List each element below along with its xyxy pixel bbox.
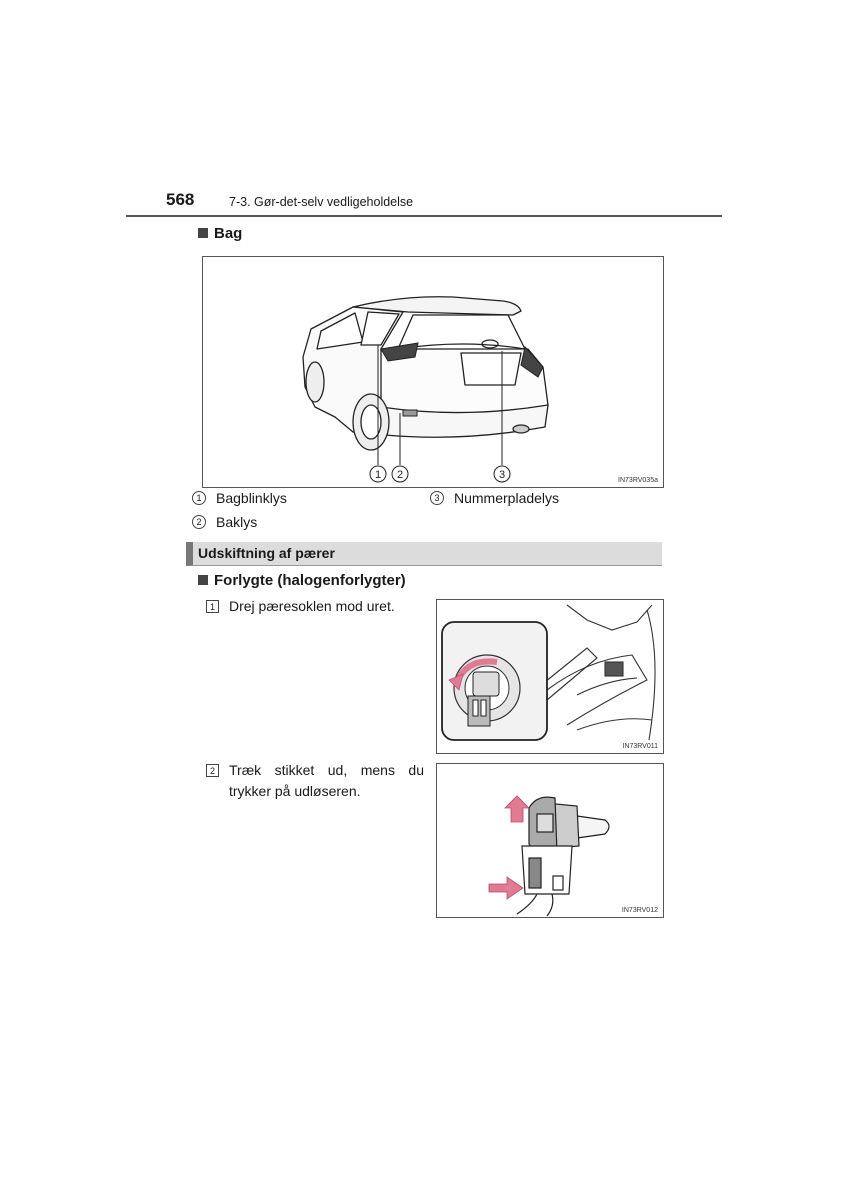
figure-code-step1: IN73RV011	[622, 743, 658, 750]
legend-item-1: 1 Bagblinklys	[192, 490, 287, 506]
figure-code-step2: IN73RV012	[621, 907, 658, 914]
connector-release-illustration	[488, 795, 610, 917]
legend-number-2: 2	[192, 515, 206, 529]
rear-lights-figure: 1 2 3 IN73RV035a	[202, 256, 664, 488]
section-heading-rear-label: Bag	[214, 225, 243, 242]
callout-2-label: 2	[397, 469, 403, 481]
subheading-headlight-label: Forlygte (halogenforlygter)	[214, 572, 406, 589]
connector-release-figure: IN73RV012	[436, 763, 664, 918]
step-2: 2 Træk stikket ud, mens du trykker på ud…	[206, 760, 424, 802]
bulb-rotate-figure: IN73RV011	[436, 599, 664, 754]
header-divider	[126, 215, 722, 217]
section-heading-rear: Bag	[198, 225, 242, 242]
page-number: 568	[166, 190, 195, 209]
square-bullet-icon	[198, 575, 208, 585]
legend-item-3: 3 Nummerpladelys	[430, 490, 559, 506]
subheading-headlight: Forlygte (halogenforlygter)	[198, 572, 406, 589]
legend-label-2: Baklys	[216, 514, 258, 530]
right-arrow-icon	[488, 876, 524, 900]
legend-item-2: 2 Baklys	[192, 514, 257, 530]
callout-3-label: 3	[499, 469, 505, 481]
suv-rear-illustration: 1 2 3	[302, 296, 549, 483]
legend-number-3: 3	[430, 491, 444, 505]
chapter-title: 7-3. Gør-det-selv vedligeholdelse	[229, 195, 414, 209]
step-number-2: 2	[206, 764, 219, 777]
step-1: 1 Drej pæresoklen mod uret.	[206, 596, 416, 617]
figure-code-rear: IN73RV035a	[618, 477, 658, 484]
rotate-arrow-icon	[448, 673, 464, 691]
section-banner-label: Udskiftning af pærer	[198, 545, 335, 561]
section-banner: Udskiftning af pærer	[186, 542, 662, 566]
legend-number-1: 1	[192, 491, 206, 505]
square-bullet-icon	[198, 228, 208, 238]
callout-1-label: 1	[375, 469, 381, 481]
step-text-1: Drej pæresoklen mod uret.	[229, 598, 395, 614]
step-number-1: 1	[206, 600, 219, 613]
callout-2-icon	[391, 465, 409, 483]
up-arrow-icon	[504, 795, 530, 823]
callout-3-icon	[493, 465, 511, 483]
step-text-2: Træk stikket ud, mens du trykker på udlø…	[229, 762, 424, 799]
legend-label-1: Bagblinklys	[216, 490, 287, 506]
legend-label-3: Nummerpladelys	[454, 490, 560, 506]
bulb-rotate-illustration	[441, 604, 656, 741]
callout-1-icon	[369, 465, 387, 483]
